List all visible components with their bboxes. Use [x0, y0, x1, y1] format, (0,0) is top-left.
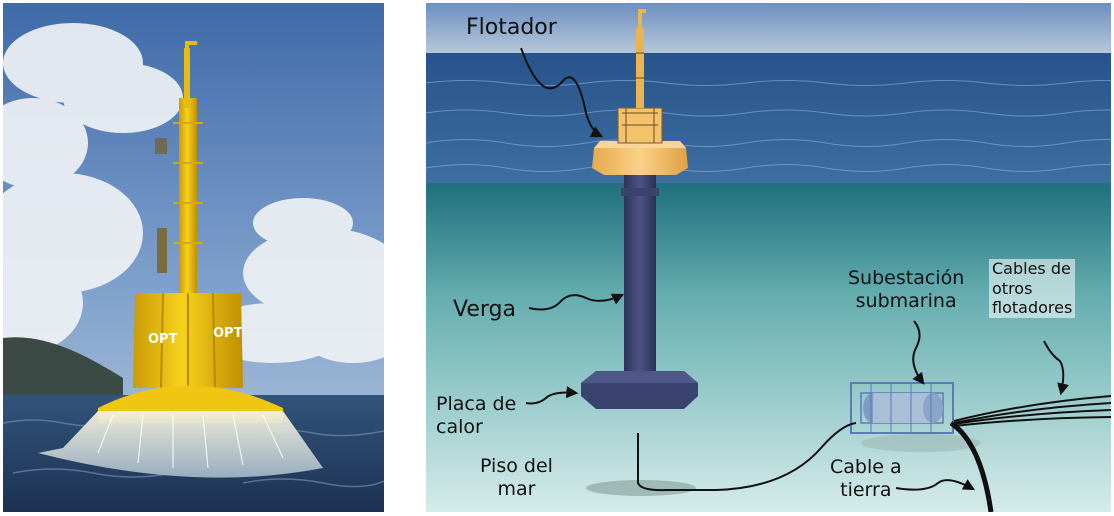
wave-energy-diagram: Flotador Verga Placa de calor Piso del m…	[426, 3, 1111, 512]
buoy-body-ribs	[160, 292, 216, 389]
photo-clouds	[3, 23, 384, 363]
substation-leader-arrow	[912, 320, 925, 385]
diagram-surface-waves	[426, 80, 1111, 172]
float-label: Flotador	[466, 15, 557, 40]
seabed-label-line-2: mar	[497, 478, 536, 501]
other-cables-label-line-1: Cables de	[992, 259, 1071, 278]
spar	[621, 173, 659, 388]
shore-cable-label-line-1: Cable a	[830, 456, 902, 478]
spar-shadow	[586, 480, 696, 496]
buoy-photo-illustration: OPT OPT	[3, 3, 384, 512]
seabed-label-line-1: Piso del	[480, 455, 553, 477]
other-cables-label-line-3: flotadores	[992, 298, 1073, 318]
photo-coastline	[3, 337, 123, 398]
substation-shadow	[861, 434, 981, 452]
cables	[637, 395, 1111, 512]
diagram-illustration	[426, 3, 1111, 512]
other-float-cable-1	[953, 395, 1111, 422]
heave-plate-leader-arrow	[525, 386, 579, 405]
diagram-sea-surface	[426, 53, 1111, 183]
substation-label-line-2: submarina	[855, 290, 957, 313]
float-leader-arrow	[520, 47, 604, 138]
buoy-photo: OPT OPT	[3, 3, 384, 512]
shore-cable-leader-arrow	[895, 479, 976, 491]
spar-to-substation-cable	[637, 422, 857, 492]
other-cables-leader-arrow	[1043, 340, 1069, 396]
other-cables-label-line-2: otros	[992, 278, 1033, 298]
buoy-marking-left: OPT	[148, 332, 178, 347]
buoy-marking-right: OPT	[213, 326, 243, 341]
other-float-cable-4	[953, 416, 1111, 427]
buoy-splash	[38, 411, 323, 478]
spar-leader-arrow	[528, 293, 625, 311]
heave-plate-label-line-2: calor	[436, 416, 483, 439]
substation	[850, 382, 954, 434]
heave-plate	[581, 371, 698, 409]
seabed-label: Piso del mar	[480, 455, 553, 501]
cable-to-shore	[949, 420, 994, 512]
other-float-cable-2	[953, 402, 1111, 424]
other-cables-label: Cables de otros flotadores	[989, 259, 1076, 318]
spar-label: Verga	[453, 297, 516, 322]
other-float-cable-3	[953, 409, 1111, 425]
substation-label: Subestación submarina	[848, 267, 964, 313]
diagram-sky	[426, 3, 1111, 53]
shore-cable-label-line-2: tierra	[840, 479, 892, 502]
heave-plate-label: Placa de calor	[436, 393, 516, 439]
substation-label-line-1: Subestación	[848, 267, 965, 289]
shore-cable-label: Cable a tierra	[830, 456, 902, 502]
buoy-mast	[155, 41, 203, 298]
leader-arrows	[520, 47, 1069, 491]
heave-plate-label-line-1: Placa de	[436, 393, 517, 415]
diagram-underwater	[426, 183, 1111, 512]
float-buoy	[592, 9, 688, 175]
buoy-splash-streaks	[97, 414, 284, 469]
